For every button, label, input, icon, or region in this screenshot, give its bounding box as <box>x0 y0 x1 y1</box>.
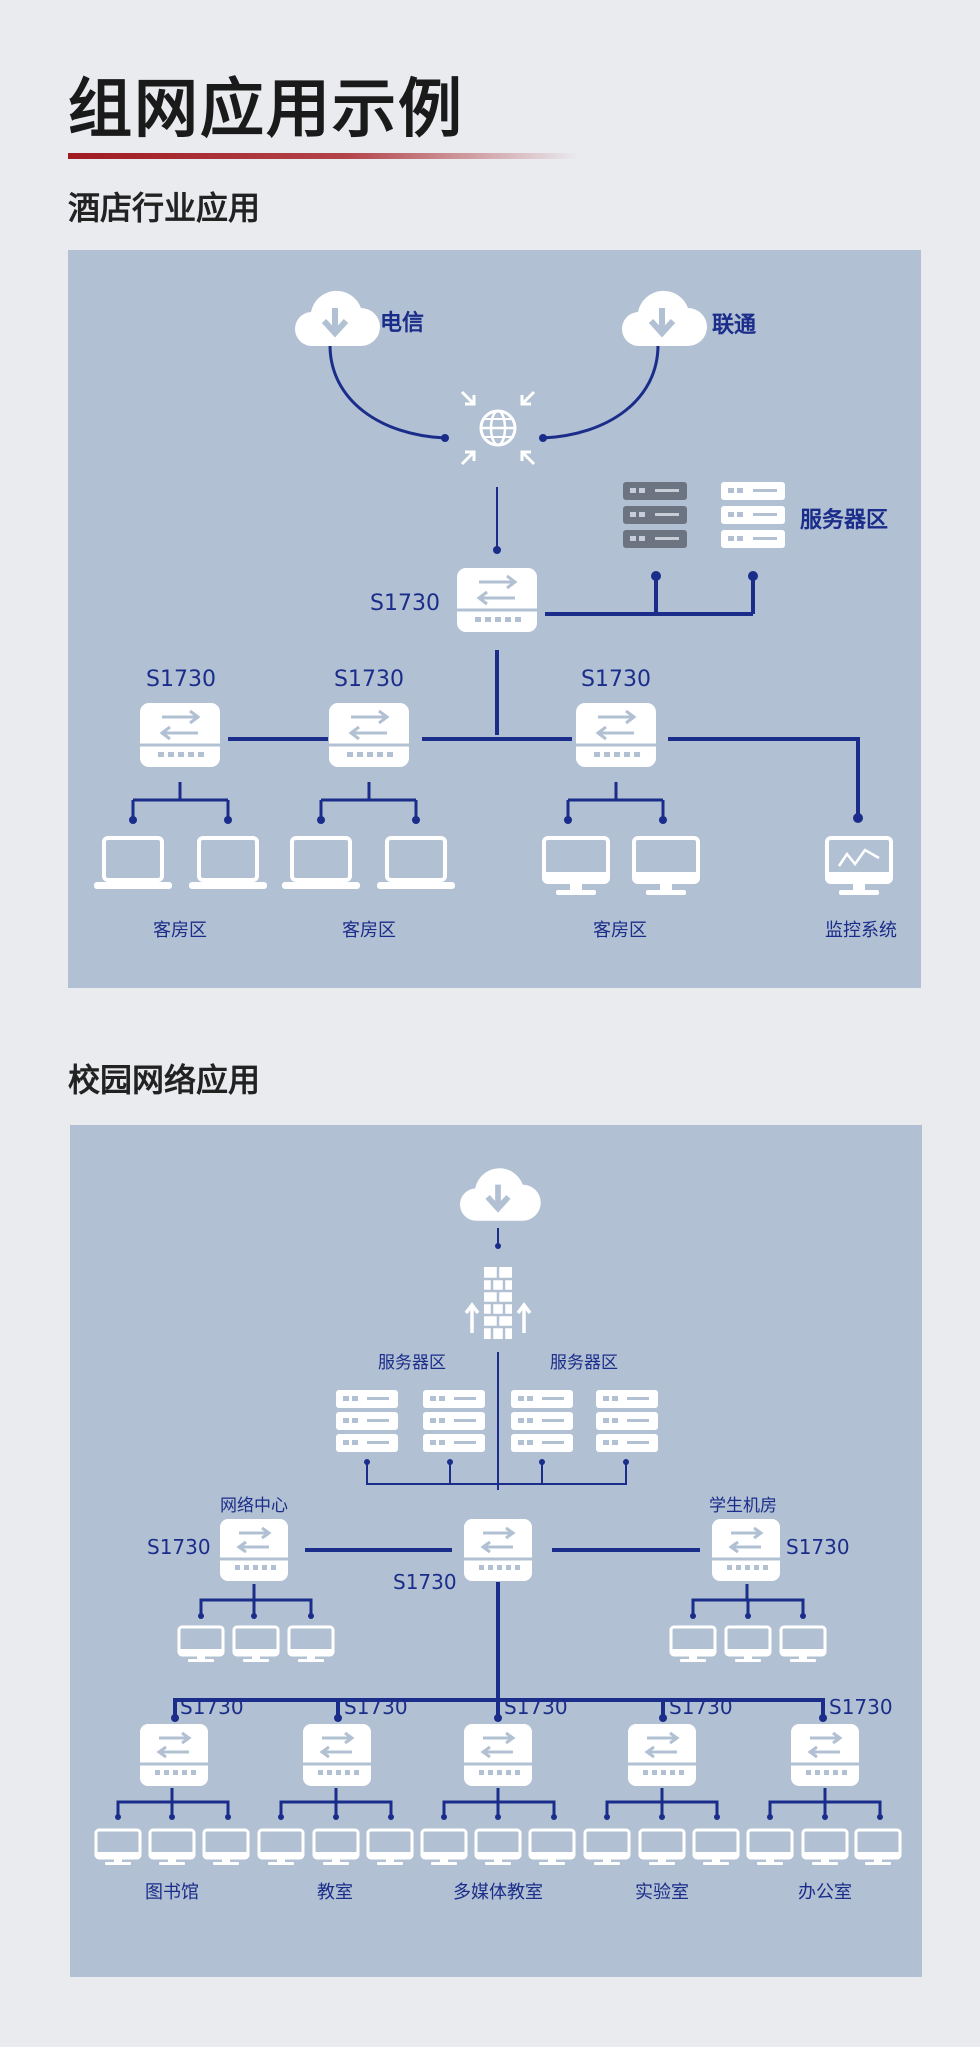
campus-links <box>116 1228 882 1817</box>
switch-label: S1730 <box>581 667 651 692</box>
globe-router-icon <box>460 390 536 466</box>
server-icon <box>721 482 785 548</box>
access-switch-icon <box>218 1517 290 1583</box>
zone-label: 客房区 <box>593 920 647 941</box>
server-icon <box>423 1390 485 1452</box>
zone-label: 图书馆 <box>145 1882 199 1903</box>
zone-label: 教室 <box>317 1882 353 1903</box>
isp-label: 联通 <box>712 313 756 338</box>
firewall-icon <box>464 1267 532 1339</box>
access-switch-icon <box>138 701 222 769</box>
zone-label: 办公室 <box>798 1882 852 1903</box>
campus-network-diagram: 服务器区 服务器区 S1730 S1730 网络中心 S1730 学生机房 S1… <box>70 1125 922 1977</box>
hotel-network-diagram: 电信 联通 S1730 服务器区 S1730 S1730 <box>68 250 921 988</box>
server-icon <box>511 1390 573 1452</box>
campus-link-dots <box>115 1243 883 1820</box>
zone-label: 多媒体教室 <box>453 1882 543 1903</box>
access-switch-icon <box>138 1722 210 1788</box>
switch-label: S1730 <box>393 1570 457 1594</box>
access-switch-icon <box>626 1722 698 1788</box>
core-switch-icon <box>455 566 539 634</box>
zone-label: 客房区 <box>153 920 207 941</box>
switch-label: S1730 <box>829 1695 893 1719</box>
switch-label: S1730 <box>786 1535 850 1559</box>
access-switch-icon <box>710 1517 782 1583</box>
core-switch-icon <box>462 1517 534 1583</box>
access-switch-icon <box>301 1722 373 1788</box>
server-icon <box>336 1390 398 1452</box>
switch-label: S1730 <box>370 591 440 616</box>
hotel-section-title: 酒店行业应用 <box>68 189 261 227</box>
access-switch-icon <box>327 701 411 769</box>
title-underline <box>68 153 578 159</box>
server-dark-icon <box>623 482 687 548</box>
isp-label: 电信 <box>380 310 424 336</box>
access-switch-icon <box>574 701 658 769</box>
switch-label: S1730 <box>504 1695 568 1719</box>
hotel-links <box>131 344 860 820</box>
switch-label: S1730 <box>669 1695 733 1719</box>
hotel-link-dots <box>129 434 863 824</box>
switch-label: S1730 <box>147 1535 211 1559</box>
surveillance-monitor-icon <box>825 836 893 895</box>
server-icon <box>596 1390 658 1452</box>
zone-label: 实验室 <box>635 1882 689 1903</box>
campus-section-title: 校园网络应用 <box>68 1061 261 1099</box>
server-zone-label: 服务器区 <box>800 508 888 533</box>
switch-label: S1730 <box>334 667 404 692</box>
server-zone-label: 服务器区 <box>378 1353 446 1373</box>
server-zone-label: 服务器区 <box>550 1353 618 1373</box>
group-label: 学生机房 <box>709 1496 777 1516</box>
access-switch-icon <box>462 1722 534 1788</box>
group-label: 网络中心 <box>220 1496 288 1516</box>
internet-cloud-icon <box>459 1168 541 1221</box>
switch-label: S1730 <box>146 667 216 692</box>
switch-label: S1730 <box>180 1695 244 1719</box>
zone-label: 监控系统 <box>825 920 897 941</box>
access-switch-icon <box>789 1722 861 1788</box>
zone-label: 客房区 <box>342 920 396 941</box>
page-title: 组网应用示例 <box>68 73 464 147</box>
switch-label: S1730 <box>344 1695 408 1719</box>
